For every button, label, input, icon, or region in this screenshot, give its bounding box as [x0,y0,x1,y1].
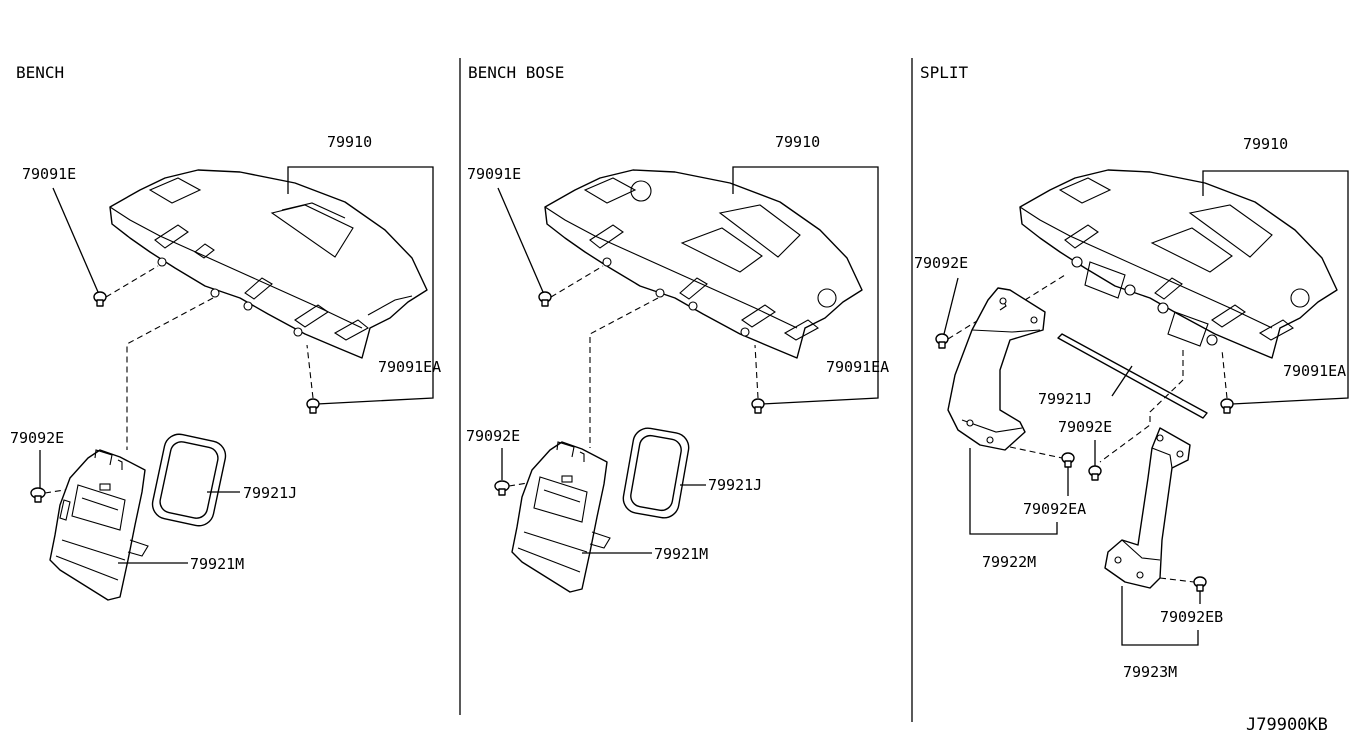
label-bench-clip-left: 79091E [22,165,76,183]
label-split-clip-right: 79091EA [1283,362,1346,380]
diagram-code: J79900KB [1246,715,1328,735]
strip-split [1057,333,1208,419]
section-title-split: SPLIT [920,63,969,82]
parcel-shelf-split [1019,169,1338,359]
parcel-shelf-bench [109,169,428,359]
parcel-shelf-bench-bose [544,169,863,359]
bracket-bench-bose [511,441,611,593]
label-split-strip: 79921J [1038,390,1092,408]
clip-icon [93,291,107,307]
label-bose-screw: 79092E [466,427,520,445]
screw-icon [494,480,510,496]
label-split-clip-low: 79092EB [1160,608,1223,626]
label-split-clip-mid: 79092EA [1023,500,1086,518]
clip-icon [538,291,552,307]
bracket-bench [49,449,149,601]
screw-icon [1088,465,1102,481]
clip-icon [751,398,765,414]
clip-icon [1193,576,1207,592]
clip-icon [1061,452,1075,468]
label-split-shelf: 79910 [1243,135,1288,153]
label-split-bracket-left: 79922M [982,553,1036,571]
section-split: SPLIT 79910 79091EA 790 [914,63,1349,681]
screw-icon [30,487,46,503]
label-bench-clip-right: 79091EA [378,358,441,376]
clip-icon [306,398,320,414]
section-bench-bose: BENCH BOSE 79910 79091E 79091E [466,63,889,593]
gasket-bench-bose [622,427,690,519]
label-bench-shelf: 79910 [327,133,372,151]
screw-icon [935,333,949,349]
label-bose-bracket: 79921M [654,545,708,563]
label-bench-screw: 79092E [10,429,64,447]
section-title-bench: BENCH [16,63,64,82]
section-bench: BENCH 79910 79091E [10,63,441,601]
label-bose-clip-right: 79091EA [826,358,889,376]
label-split-bracket-right: 79923M [1123,663,1177,681]
label-split-screw-mid: 79092E [1058,418,1112,436]
label-bose-gasket: 79921J [708,476,762,494]
bracket-split-right [1104,427,1191,589]
section-title-bench-bose: BENCH BOSE [468,63,564,82]
gasket-bench [151,433,227,527]
label-bose-clip-left: 79091E [467,165,521,183]
label-bose-shelf: 79910 [775,133,820,151]
bracket-split-left [947,287,1046,451]
label-split-screw-left: 79092E [914,254,968,272]
clip-icon [1220,398,1234,414]
label-bench-gasket: 79921J [243,484,297,502]
label-bench-bracket: 79921M [190,555,244,573]
